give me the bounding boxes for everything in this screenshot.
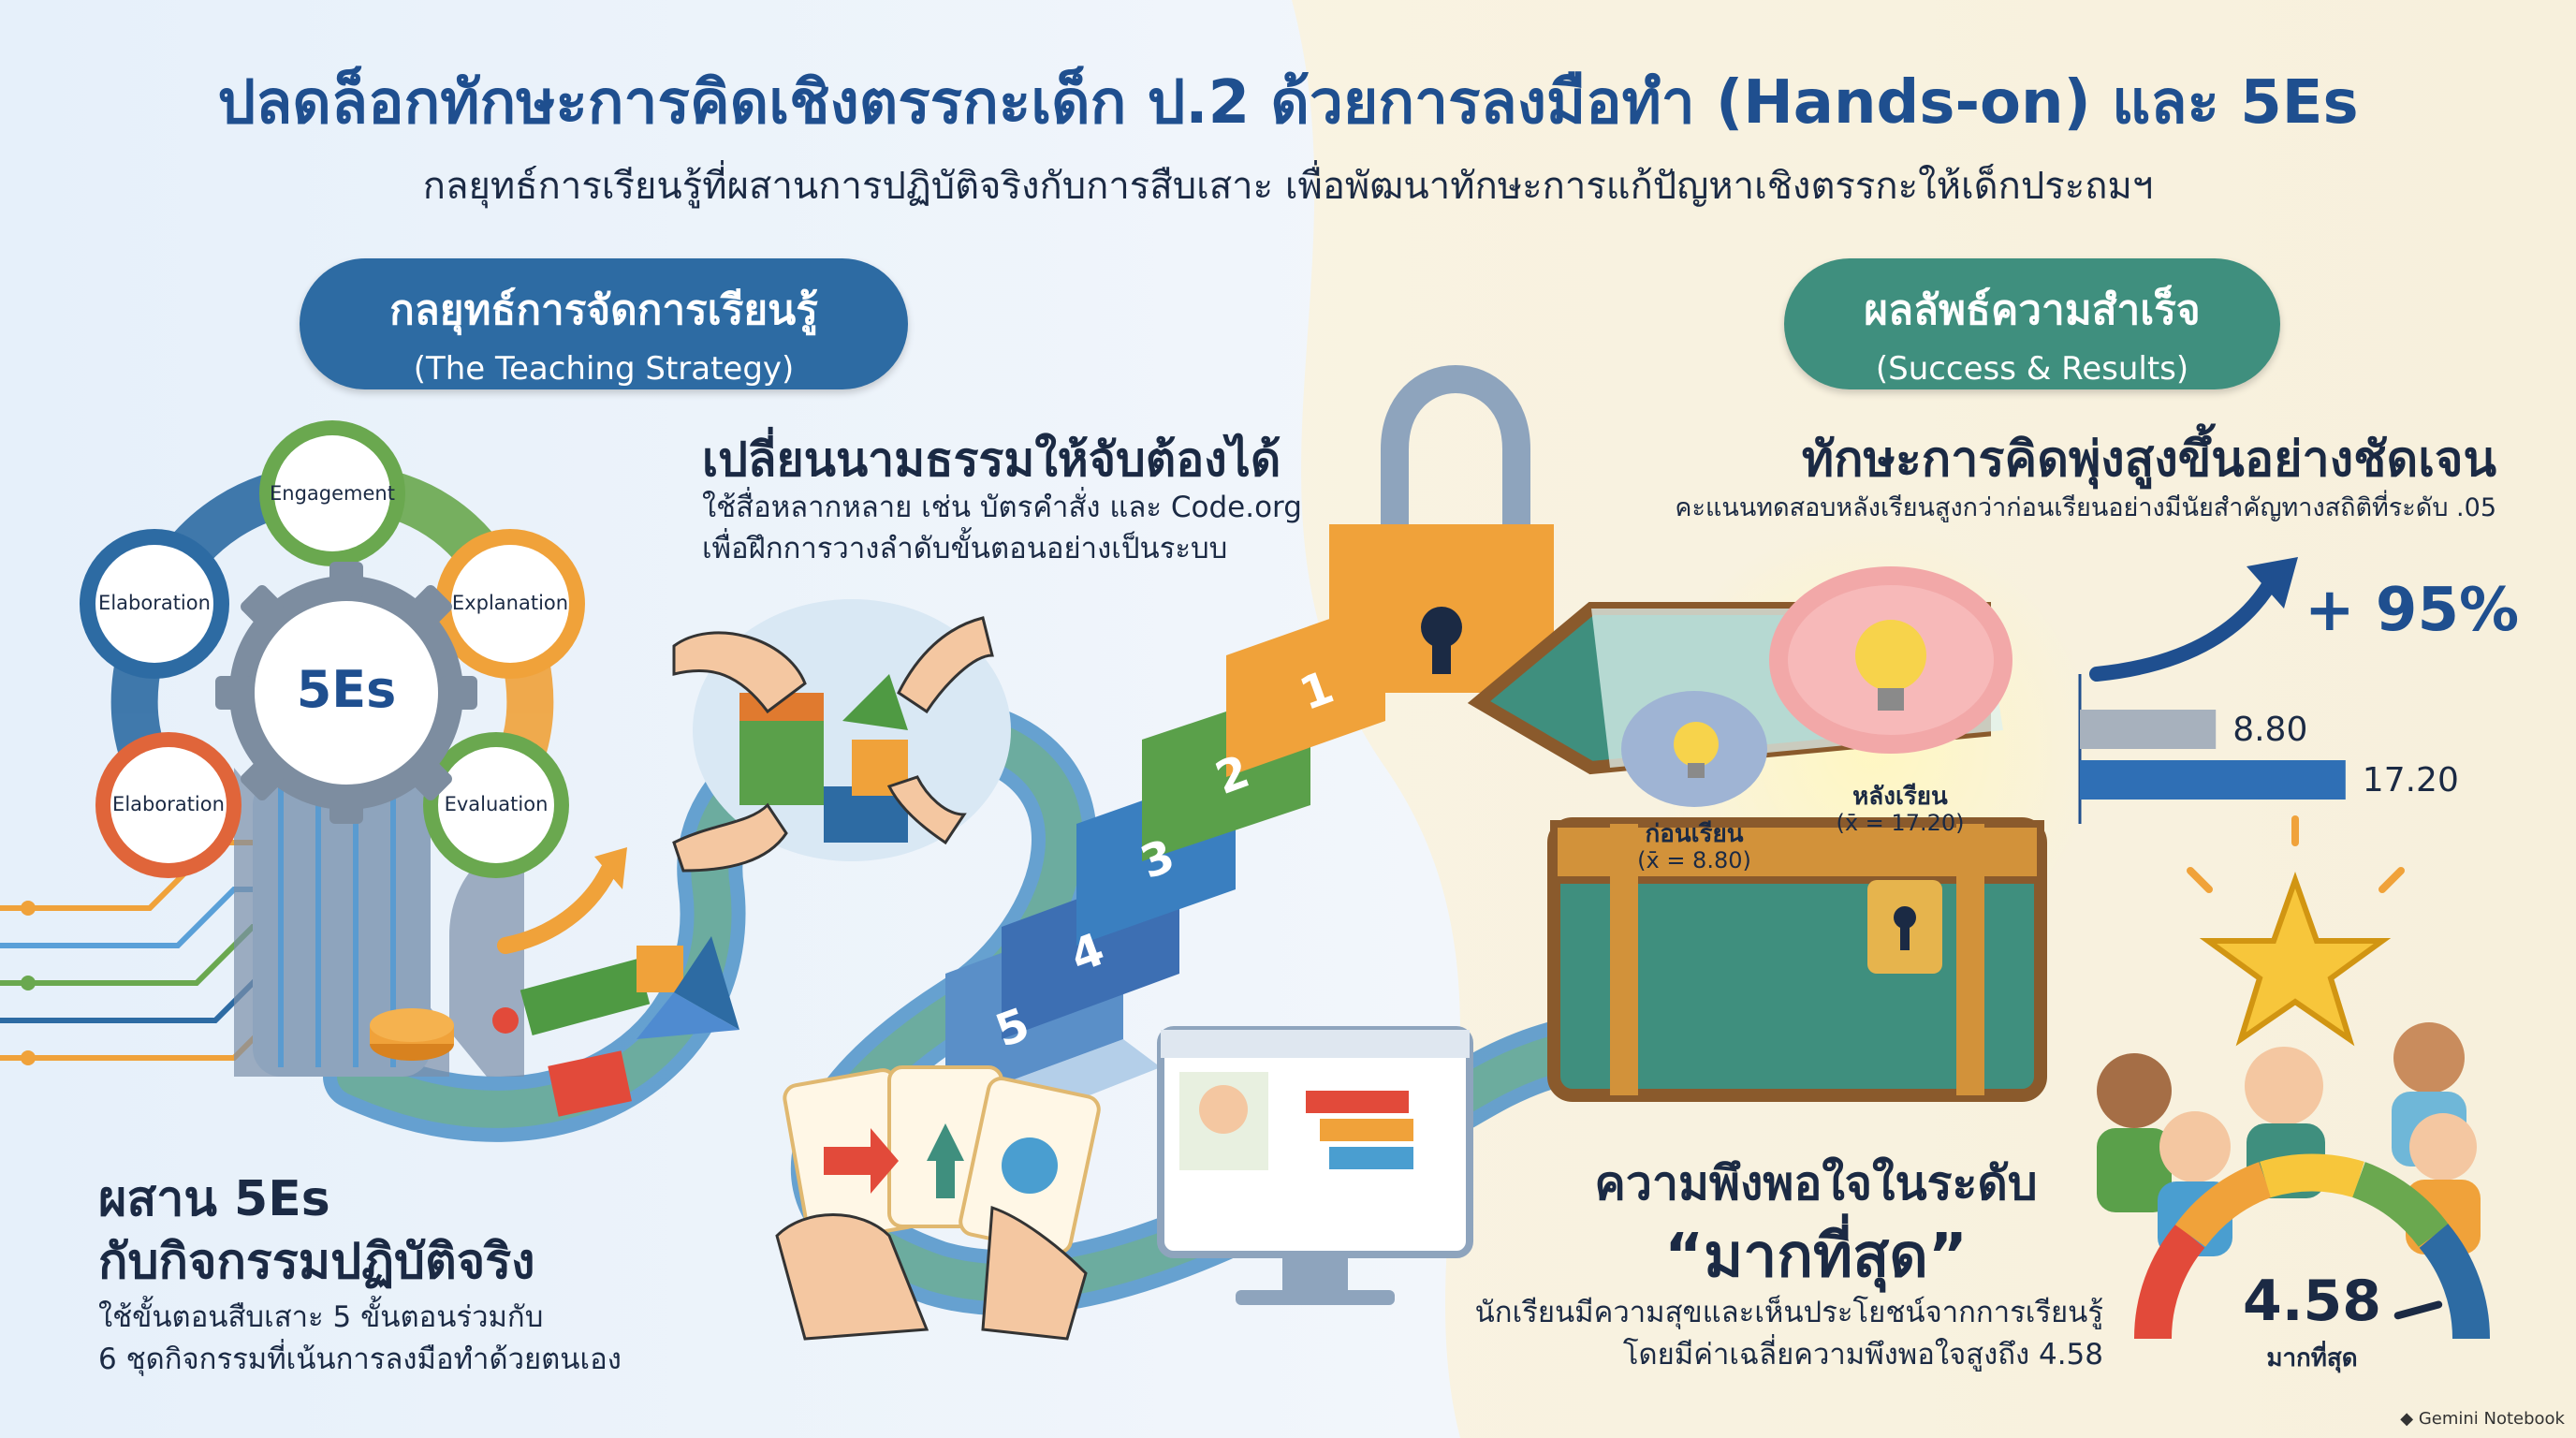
cycle-stage-elaboration-bottom: Elaboration: [112, 793, 225, 815]
blend-line-1: ใช้ขั้นตอนสืบเสาะ 5 ขั้นตอนร่วมกับ: [98, 1300, 544, 1334]
skill-line: คะแนนทดสอบหลังเรียนสูงกว่าก่อนเรียนอย่าง…: [1675, 493, 2496, 522]
blend-heading-1: ผสาน 5Es: [98, 1171, 330, 1227]
page-subtitle: กลยุทธ์การเรียนรู้ที่ผสานการปฏิบัติจริงก…: [422, 165, 2154, 208]
skill-heading: ทักษะการคิดพุ่งสูงขึ้นอย่างชัดเจน: [1801, 432, 2496, 488]
results-pill: ผลลัพธ์ความสำเร็จ (Success & Results): [1784, 258, 2280, 389]
strategy-pill: กลยุทธ์การจัดการเรียนรู้ (The Teaching S…: [300, 258, 908, 389]
strategy-pill-main: กลยุทธ์การจัดการเรียนรู้: [389, 286, 818, 334]
abstract-line-1: ใช้สื่อหลากหลาย เช่น บัตรคำสั่ง และ Code…: [702, 491, 1302, 524]
results-pill-main: ผลลัพธ์ความสำเร็จ: [1864, 286, 2201, 334]
footer-brand: ◆ Gemini Notebook: [2400, 1409, 2565, 1429]
cycle-center-label: 5Es: [296, 660, 397, 719]
bar-value-after: 17.20: [2362, 761, 2459, 800]
toy-blocks: [370, 936, 739, 1117]
treasure-chest-illustration: [1467, 524, 2097, 1102]
gauge-value: 4.58: [2242, 1269, 2382, 1334]
results-pill-sub: (Success & Results): [1875, 350, 2189, 388]
page-title: ปลดล็อกทักษะการคิดเชิงตรรกะเด็ก ป.2 ด้วย…: [217, 68, 2359, 138]
cycle-pillar: [234, 768, 524, 1077]
strategy-pill-sub: (The Teaching Strategy): [413, 350, 795, 388]
gear-icon: [215, 562, 477, 824]
cycle-stage-elaboration-top: Elaboration: [98, 592, 211, 614]
satisfaction-line-2: โดยมีค่าเฉลี่ยความพึงพอใจสูงถึง 4.58: [1622, 1338, 2103, 1372]
footer-text: Gemini Notebook: [2418, 1409, 2565, 1429]
after-label: หลังเรียน: [1852, 783, 1948, 811]
bar-value-before: 8.80: [2232, 711, 2308, 749]
computer-illustration: [1157, 1026, 1473, 1305]
satisfaction-line-1: นักเรียนมีความสุขและเห็นประโยชน์จากการเร…: [1474, 1296, 2103, 1329]
bar-after: [2080, 760, 2346, 800]
cycle-stage-circles: [80, 420, 585, 878]
score-bar-chart: [2080, 710, 2346, 800]
gauge-label: มากที่สุด: [2266, 1344, 2358, 1372]
blend-line-2: 6 ชุดกิจกรรมที่เน้นการลงมือทำด้วยตนเอง: [98, 1343, 622, 1376]
increase-percent: + 95%: [2305, 576, 2520, 645]
abstract-heading: เปลี่ยนนามธรรมให้จับต้องได้: [702, 433, 1281, 487]
before-label: ก่อนเรียน: [1645, 820, 1744, 848]
satisfaction-gauge: [2133, 1153, 2491, 1340]
before-value: (x̄ = 8.80): [1637, 847, 1751, 873]
blend-heading-2: กับกิจกรรมปฏิบัติจริง: [98, 1234, 535, 1290]
trend-arrow-icon: [2089, 568, 2282, 682]
cycle-stage-explanation: Explanation: [451, 592, 569, 614]
after-value: (x̄ = 17.20): [1836, 810, 1965, 836]
cycle-stage-engagement: Engagement: [270, 482, 395, 505]
growth-arrow-icon: [497, 862, 617, 954]
bar-before: [2080, 710, 2217, 749]
footer-logo-icon: ◆: [2400, 1409, 2419, 1429]
cycle-stage-evaluation: Evaluation: [444, 793, 549, 815]
staircase-illustration: [945, 365, 1554, 1137]
satisfaction-heading: ความพึงพอใจในระดับ: [1594, 1156, 2038, 1211]
instruction-cards-illustration: [775, 1065, 1101, 1341]
hands-blocks-illustration: [672, 599, 1011, 873]
abstract-line-2: เพื่อฝึกการวางลำดับขั้นตอนอย่างเป็นระบบ: [702, 532, 1228, 565]
satisfaction-quote: “มากที่สุด”: [1664, 1222, 1968, 1291]
